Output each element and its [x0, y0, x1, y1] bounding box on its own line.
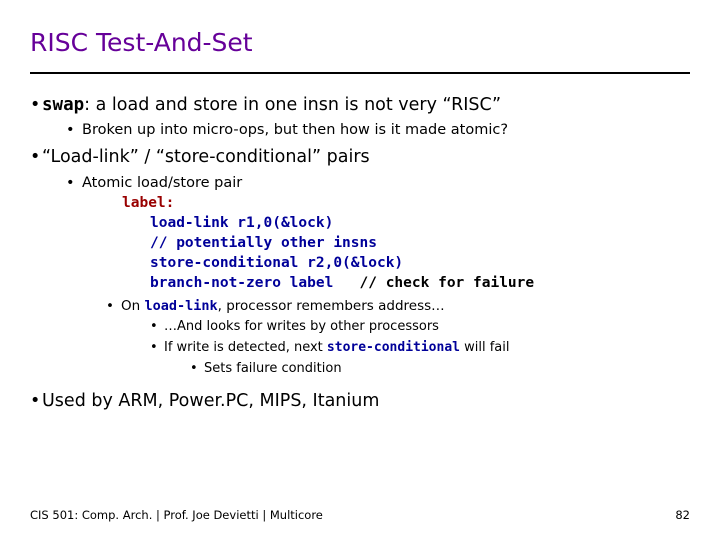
bullet-remembers-address-text: On load-link, processor remembers addres…: [121, 298, 445, 316]
bullet-loadlink-pairs: • “Load-link” / “store-conditional” pair…: [22, 146, 702, 168]
bullet-atomic-pair-text: Atomic load/store pair: [82, 174, 243, 191]
code-line-load-link: load-link r1,0(&lock): [150, 215, 334, 232]
bullet-loadlink-pairs-text: “Load-link” / “store-conditional” pairs: [42, 147, 370, 168]
bullet-glyph: •: [66, 174, 75, 191]
bullet-looks-for-writes: • …And looks for writes by other process…: [22, 319, 702, 336]
page-title: RISC Test-And-Set: [30, 28, 253, 57]
bullet-swap-text: swap: a load and store in one insn is no…: [42, 94, 501, 116]
bullet-used-by-text: Used by ARM, Power.PC, MIPS, Itanium: [42, 390, 380, 411]
bullet-glyph: •: [190, 361, 198, 377]
bullet-used-by: • Used by ARM, Power.PC, MIPS, Itanium: [22, 390, 702, 412]
bullet-glyph: •: [150, 340, 158, 356]
bullet-looks-for-writes-text: …And looks for writes by other processor…: [164, 319, 439, 335]
code-branch-insn: branch-not-zero label: [150, 274, 334, 291]
b7-post: will fail: [459, 340, 510, 356]
slide-body: • swap: a load and store in one insn is …: [22, 88, 702, 412]
code-swap: swap: [42, 95, 85, 115]
code-line-branch-not-zero: branch-not-zero label // check for failu…: [122, 274, 702, 294]
bullet-failure-condition: • Sets failure condition: [22, 361, 702, 378]
b5-post: , processor remembers address…: [217, 297, 445, 314]
b7-pre: If write is detected, next: [164, 340, 327, 356]
bullet-atomic-pair: • Atomic load/store pair: [22, 174, 702, 193]
bullet-failure-condition-text: Sets failure condition: [204, 361, 342, 377]
b5-pre: On: [121, 297, 145, 314]
bullet-swap: • swap: a load and store in one insn is …: [22, 94, 702, 116]
bullet-microops-text: Broken up into micro-ops, but then how i…: [82, 122, 509, 139]
bullet-remembers-address: • On load-link, processor remembers addr…: [22, 298, 702, 316]
bullet-glyph: •: [30, 390, 41, 411]
code-load-link-inline: load-link: [144, 297, 218, 314]
code-listing: label: load-link r1,0(&lock) // potentia…: [22, 194, 702, 293]
slide-footer: CIS 501: Comp. Arch. | Prof. Joe Deviett…: [30, 508, 323, 522]
bullet-glyph: •: [30, 147, 41, 168]
bullet-write-detected: • If write is detected, next store-condi…: [22, 340, 702, 357]
bullet-swap-rest: : a load and store in one insn is not ve…: [84, 95, 502, 115]
bullet-write-detected-text: If write is detected, next store-conditi…: [164, 340, 509, 357]
code-branch-comment: // check for failure: [333, 274, 535, 291]
code-line-comment: // potentially other insns: [150, 235, 377, 252]
bullet-glyph: •: [66, 122, 75, 139]
bullet-glyph: •: [30, 95, 41, 115]
code-store-conditional-inline: store-conditional: [326, 340, 460, 356]
slide-page-number: 82: [675, 508, 690, 522]
bullet-glyph: •: [150, 319, 158, 335]
bullet-microops: • Broken up into micro-ops, but then how…: [22, 121, 702, 140]
code-line-label: label:: [122, 195, 175, 212]
code-line-store-conditional: store-conditional r2,0(&lock): [150, 255, 404, 272]
title-divider: [30, 72, 690, 74]
bullet-glyph: •: [106, 297, 114, 314]
